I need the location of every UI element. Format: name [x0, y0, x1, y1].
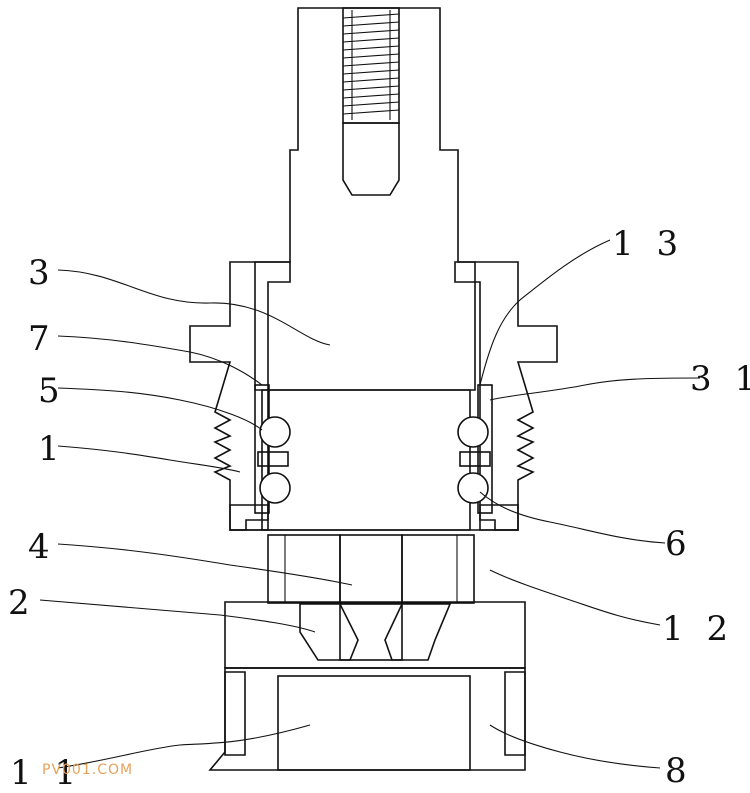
label-part-13: 1 3 [612, 224, 684, 264]
label-part-1: 1 [38, 429, 66, 469]
label-part-7: 7 [28, 319, 56, 359]
leader-lines [39, 239, 701, 769]
label-part-6: 6 [665, 524, 693, 564]
label-part-12: 1 2 [662, 609, 734, 649]
watermark-text: PV001.COM [42, 762, 133, 778]
ball-bearings [257, 416, 491, 504]
thread-teeth [342, 10, 400, 120]
label-part-8: 8 [665, 751, 693, 791]
sleeve-part [208, 667, 526, 771]
label-part-11: 1 1 [10, 753, 82, 793]
valve-seat [224, 601, 526, 669]
housing-part [189, 261, 558, 531]
connecting-shaft [267, 534, 475, 604]
label-part-4: 4 [28, 527, 56, 567]
label-part-31: 3 1 [690, 359, 750, 399]
label-part-5: 5 [38, 371, 66, 411]
label-part-3: 3 [28, 253, 56, 293]
label-part-2: 2 [8, 583, 36, 623]
